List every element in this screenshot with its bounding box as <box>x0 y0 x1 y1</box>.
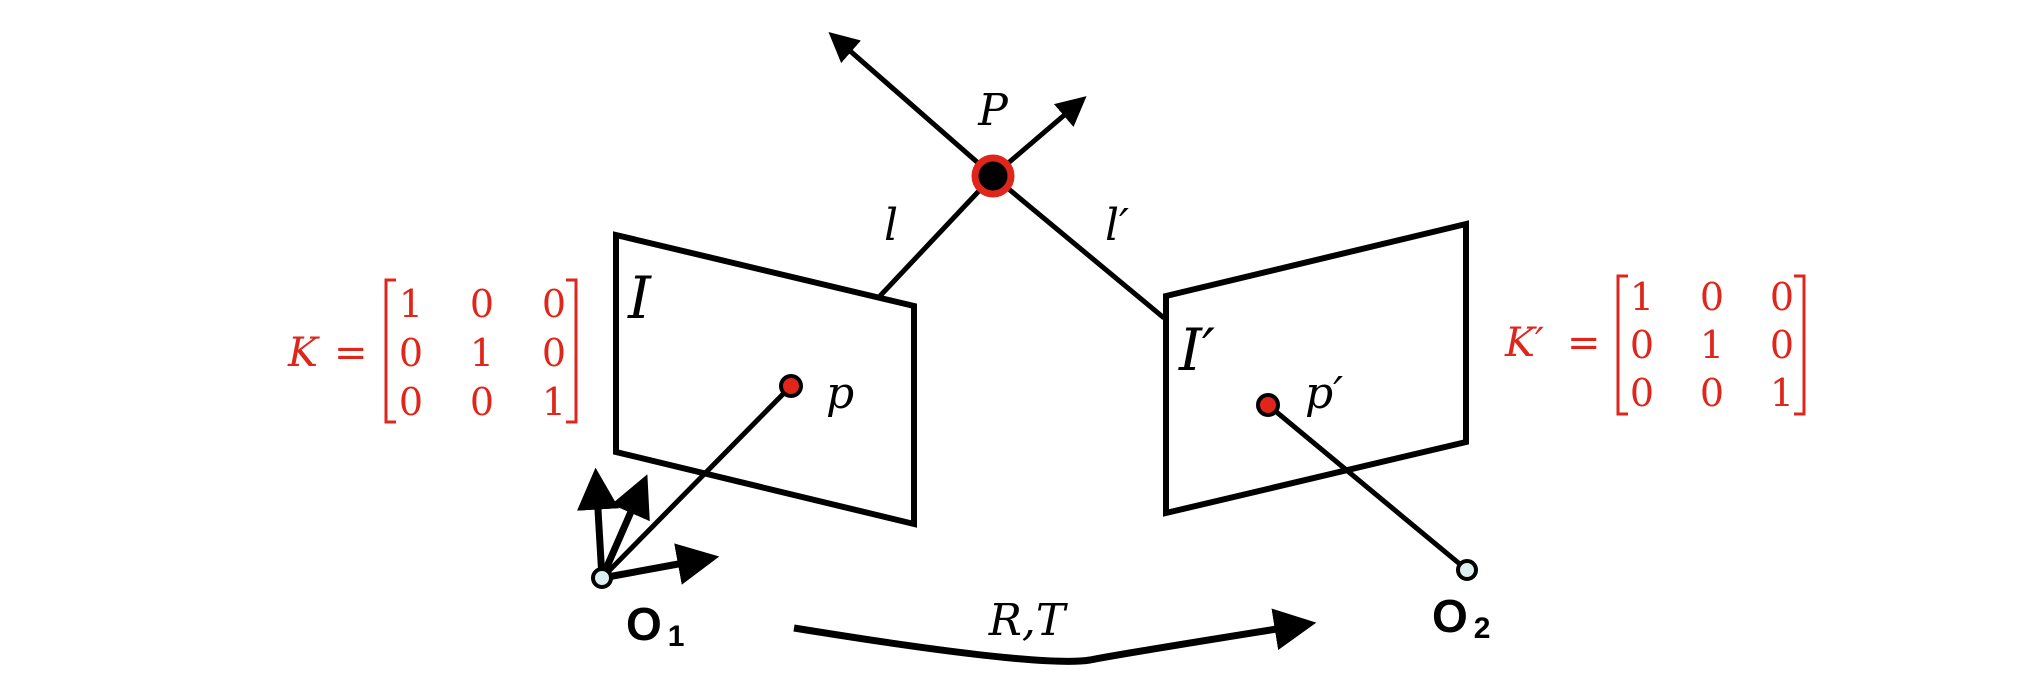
label-P: P <box>977 85 1009 136</box>
ray-l-prime-segment <box>878 174 995 298</box>
matrix-right-symbol: K′ <box>1504 320 1544 366</box>
matrix-left-cell: 0 <box>542 282 566 326</box>
matrix-right-cell: 1 <box>1700 323 1724 367</box>
camera-axes-left <box>577 467 720 585</box>
matrix-right-bracket-open <box>1616 274 1628 416</box>
axis-vertical-arrow <box>577 467 619 579</box>
projection-line-right <box>1266 403 1469 572</box>
matrix-left-cell: 1 <box>470 331 494 375</box>
label-p: p <box>826 368 854 419</box>
origin-1-sub: 1 <box>668 620 685 653</box>
label-l-prime: l′ <box>1105 200 1129 251</box>
world-point-marker <box>971 154 1015 198</box>
matrix-right-equals: = <box>1567 320 1601 366</box>
intrinsics-matrix-right: K′ = 1 0 0 0 1 0 0 0 1 <box>1504 274 1806 416</box>
matrix-right-cell: 0 <box>1770 323 1794 367</box>
matrix-right-cell: 1 <box>1770 371 1794 415</box>
origin-1-base: O <box>626 598 662 650</box>
label-p-prime: p′ <box>1305 368 1343 419</box>
matrix-left-equals: = <box>334 330 368 376</box>
image-point-left-marker <box>779 374 803 398</box>
matrix-left-symbol: K <box>287 330 320 376</box>
matrix-left-cell: 0 <box>399 380 423 424</box>
matrix-right-cell: 0 <box>1770 275 1794 319</box>
ray-l-segment <box>991 174 1166 320</box>
matrix-right-cell: 0 <box>1630 371 1654 415</box>
projection-line-left <box>600 384 793 580</box>
image-point-right-marker <box>1256 393 1280 417</box>
label-l: l <box>884 200 898 251</box>
image-plane-right <box>1163 220 1469 517</box>
axis-horizontal-arrow <box>601 543 720 585</box>
matrix-right-cell: 0 <box>1700 275 1724 319</box>
matrix-right-cell: 0 <box>1630 323 1654 367</box>
motion-arc <box>793 608 1317 665</box>
camera-center-left-marker <box>591 567 613 589</box>
matrix-left-cell: 0 <box>542 331 566 375</box>
axis-diagonal-arrow <box>598 474 650 580</box>
origin-2-base: O <box>1432 590 1468 642</box>
image-plane-left <box>613 231 917 528</box>
matrix-left-cell: 1 <box>542 380 566 424</box>
origin-2-sub: 2 <box>1474 612 1491 645</box>
matrix-right-cell: 0 <box>1700 371 1724 415</box>
label-I-prime: I′ <box>1178 316 1215 384</box>
matrix-left-cell: 0 <box>399 331 423 375</box>
label-R-T: R,T <box>988 595 1069 646</box>
matrix-left-bracket-close <box>566 278 578 424</box>
matrix-right-bracket-close <box>1794 274 1806 416</box>
matrix-left-cell: 1 <box>399 282 423 326</box>
camera-center-right-marker <box>1456 559 1478 581</box>
intrinsics-matrix-left: K = 1 0 0 0 1 0 0 0 1 <box>287 278 578 424</box>
matrix-left-bracket-open <box>384 278 396 424</box>
ray-l-upper-arrow <box>828 32 995 178</box>
matrix-left-cell: 0 <box>470 380 494 424</box>
matrix-left-cell: 0 <box>470 282 494 326</box>
matrix-right-cell: 1 <box>1630 275 1654 319</box>
label-I: I <box>627 264 652 332</box>
